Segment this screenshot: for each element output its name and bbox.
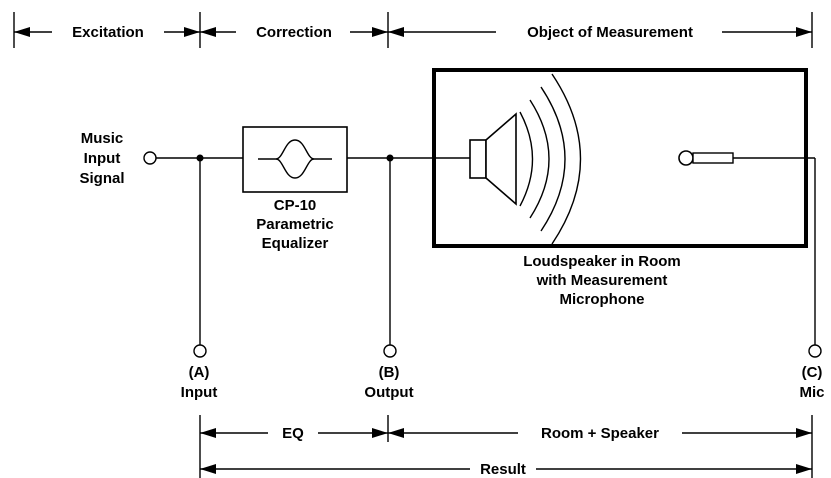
tap-b-name: Output — [364, 384, 413, 401]
equalizer-label-line1: CP-10 — [274, 197, 317, 214]
result-span-arrowhead-right — [796, 464, 812, 474]
room-label-line1: Loudspeaker in Room — [523, 253, 681, 270]
tap-a-terminal — [193, 344, 207, 358]
room-label-line3: Microphone — [560, 291, 645, 308]
object-arrowhead-right — [796, 27, 812, 37]
excitation-arrowhead-left — [14, 27, 30, 37]
tap-b-terminal — [383, 344, 397, 358]
bottom-dimension-bar: EQ Room + Speaker Result — [199, 415, 813, 478]
tap-a: (A) Input — [181, 158, 218, 401]
sound-wave-icon-3 — [540, 86, 566, 232]
excitation-arrowhead-right — [184, 27, 200, 37]
input-signal-line1: Music — [81, 130, 124, 147]
music-input-signal: Music Input Signal — [79, 130, 157, 187]
eq-span-arrowhead-left — [200, 428, 216, 438]
eq-curve-icon — [258, 139, 332, 160]
correction-arrowhead-right — [372, 27, 388, 37]
tap-c-terminal — [808, 344, 822, 358]
input-signal-line3: Signal — [79, 170, 124, 187]
equalizer-label-line3: Equalizer — [262, 235, 329, 252]
tap-b-letter: (B) — [379, 364, 400, 381]
tap-a-letter: (A) — [189, 364, 210, 381]
object-arrowhead-left — [388, 27, 404, 37]
tap-a-name: Input — [181, 384, 218, 401]
room-span-arrowhead-right — [796, 428, 812, 438]
input-terminal — [143, 151, 157, 165]
eq-span-label: EQ — [282, 425, 304, 442]
equalizer-label-line2: Parametric — [256, 216, 334, 233]
tap-b: (B) Output — [364, 158, 414, 401]
sound-wave-icon-2 — [529, 99, 550, 219]
room-label-line2: with Measurement — [536, 272, 668, 289]
input-signal-line2: Input — [84, 150, 121, 167]
correction-label: Correction — [256, 24, 332, 41]
correction-arrowhead-left — [200, 27, 216, 37]
result-span-arrowhead-left — [200, 464, 216, 474]
eq-span-arrowhead-right — [372, 428, 388, 438]
excitation-label: Excitation — [72, 24, 144, 41]
loudspeaker-cone — [485, 112, 517, 206]
top-dimension-bar: Excitation Correction Object of Measurem… — [13, 12, 813, 48]
microphone-body — [692, 152, 734, 164]
equalizer-block: CP-10 Parametric Equalizer — [242, 126, 348, 252]
microphone-icon — [678, 150, 694, 166]
room-box — [432, 68, 808, 248]
loudspeaker-icon — [469, 139, 487, 179]
object-of-measurement-label: Object of Measurement — [527, 24, 693, 41]
result-span-label: Result — [480, 461, 526, 478]
room-span-arrowhead-left — [388, 428, 404, 438]
sound-wave-icon-1 — [519, 111, 534, 207]
eq-curve-icon-lower — [275, 158, 315, 179]
sound-wave-icon-4 — [551, 73, 582, 245]
room-speaker-span-label: Room + Speaker — [541, 425, 659, 442]
tap-c: (C) Mic — [799, 344, 825, 401]
tap-c-name: Mic — [799, 384, 824, 401]
tap-c-letter: (C) — [802, 364, 823, 381]
